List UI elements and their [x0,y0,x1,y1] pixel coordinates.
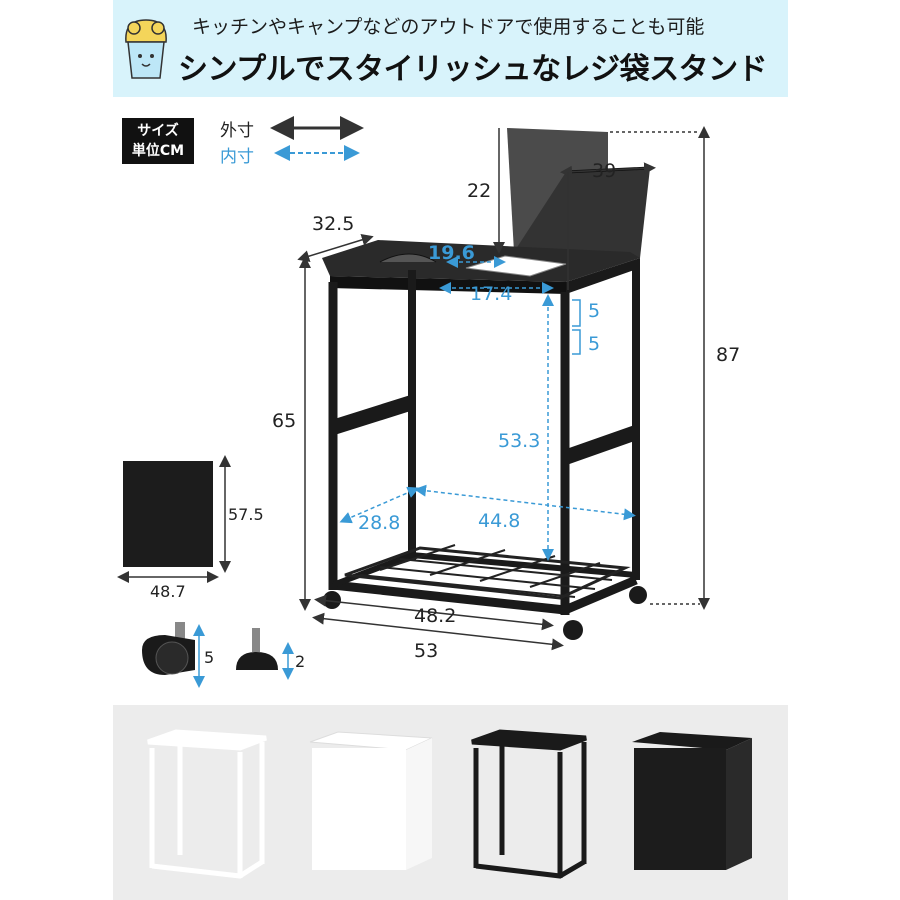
unit-badge-line1: サイズ [137,123,179,139]
hook-gap-2-label: 5 [588,333,601,355]
caster-part-icon [142,622,195,675]
inner-dimension-lines [339,256,636,561]
variant-white-bag [309,731,433,870]
opening-depth-label: 17.4 [470,283,513,305]
mascot-icon [125,19,167,79]
lid-depth-label: 32.5 [312,213,355,235]
foot-part-icon [236,628,278,670]
outer-dimension-lines [297,126,710,651]
inner-height-label: 53.3 [498,430,541,452]
caster-height-label: 5 [204,648,215,667]
header-subtitle: キッチンやキャンプなどのアウトドアで使用することも可能 [192,16,705,38]
bag-dimension-lines [117,455,231,583]
legend-inner-label: 内寸 [220,147,254,167]
bag-height-label: 57.5 [228,505,264,524]
foot-height-label: 2 [295,652,306,671]
legend-outer-label: 外寸 [220,121,254,141]
lid-width-label: 39 [592,160,617,182]
variant-black-frame [471,729,587,879]
unit-badge: サイズ 単位CM [122,118,194,164]
bag-width-label: 48.7 [150,582,186,601]
header-banner [113,0,788,97]
wire-shelf [344,544,631,600]
bottom-width-label: 48.2 [414,605,457,627]
hook-gap-1-label: 5 [588,300,601,322]
total-height-label: 87 [716,344,741,366]
frame-height-label: 65 [272,410,297,432]
opening-width-label: 19.6 [428,242,475,264]
variant-black-bag [632,732,752,870]
inner-width-label: 44.8 [478,510,521,532]
bag-fabric-swatch [123,461,213,567]
frame [328,266,640,615]
outer-width-label: 53 [414,640,439,662]
variant-white-frame [147,729,267,879]
lid-height-label: 22 [467,180,492,202]
header-title: シンプルでスタイリッシュなレジ袋スタンド [178,52,768,87]
unit-badge-line2: 単位CM [131,143,185,159]
inner-depth-label: 28.8 [358,512,401,534]
